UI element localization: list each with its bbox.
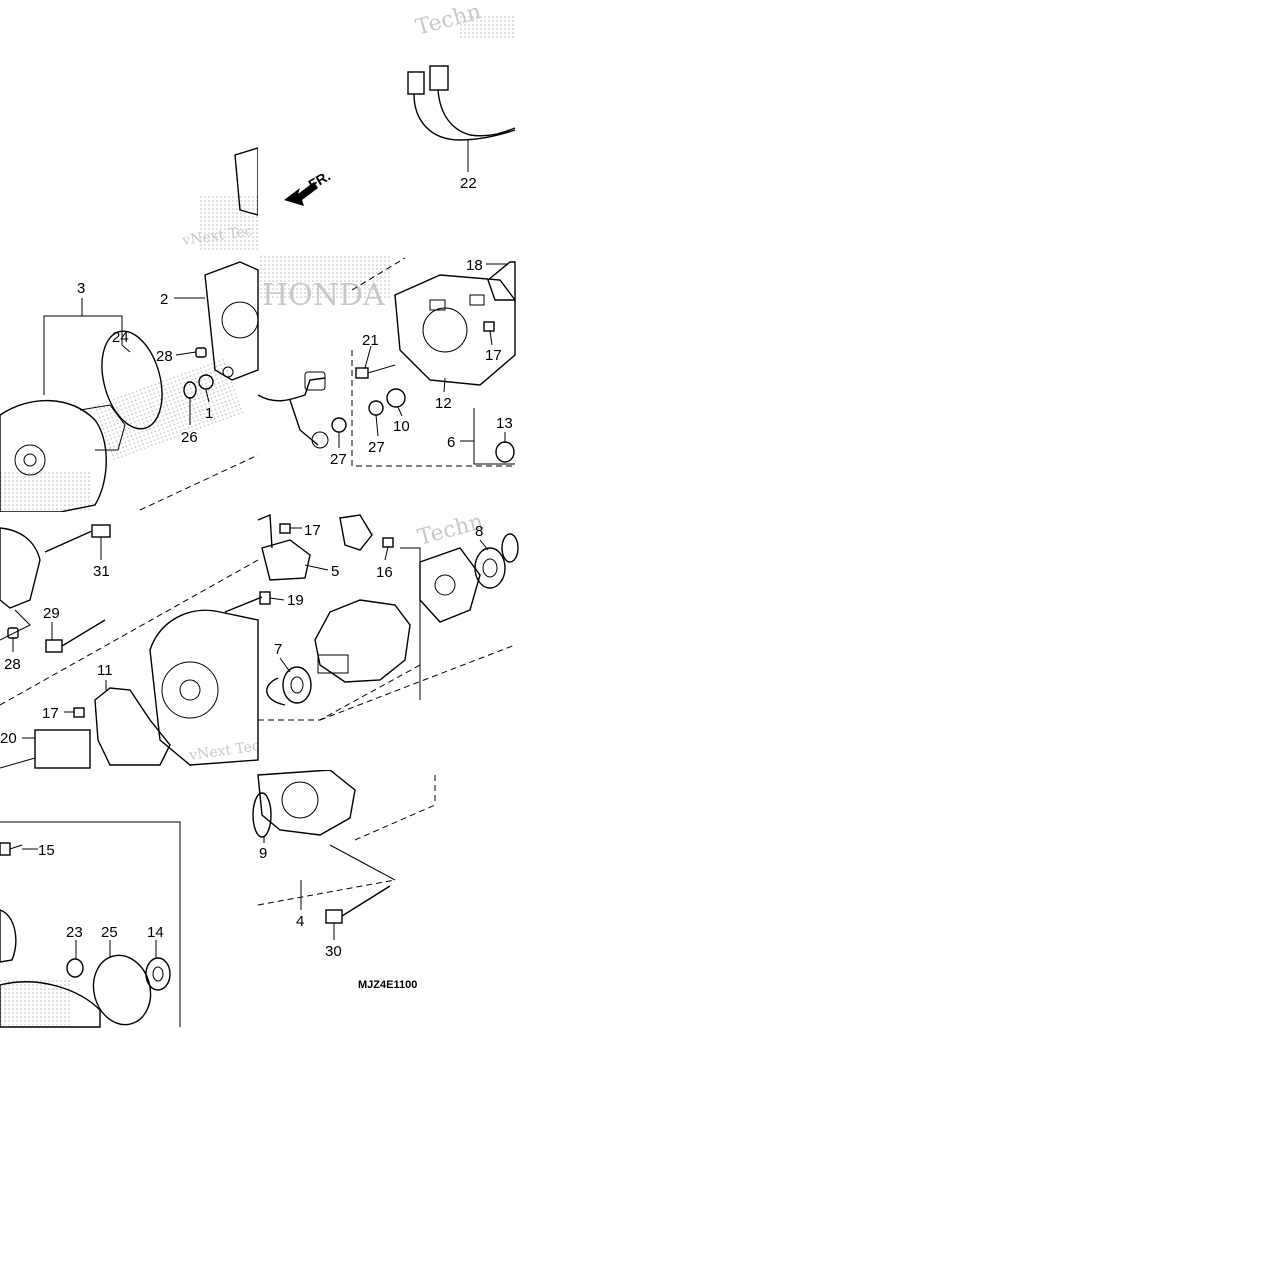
front-arrow-icon — [284, 182, 318, 206]
part-seal-14 — [145, 957, 171, 991]
callout-17-left: 17 — [42, 705, 59, 722]
callout-6: 6 — [447, 434, 455, 451]
callout-21: 21 — [362, 332, 379, 349]
part-rear-cover — [394, 274, 516, 386]
callout-9: 9 — [259, 845, 267, 862]
part-screw-17b — [279, 523, 291, 534]
part-insulator-10 — [386, 388, 406, 408]
callout-24: 24 — [112, 329, 129, 346]
part-bearing-8b — [501, 533, 519, 563]
callout-5: 5 — [331, 563, 339, 580]
tile-gutters — [0, 0, 516, 770]
part-wire-harness — [407, 65, 516, 165]
callout-29: 29 — [43, 605, 60, 622]
part-bolt-31 — [44, 524, 111, 553]
part-alternator-front — [0, 399, 126, 513]
part-regulator-20 — [34, 729, 91, 769]
callout-27-left: 27 — [330, 451, 347, 468]
callout-11: 11 — [97, 662, 113, 679]
part-sensor-cable — [257, 371, 329, 449]
callout-12: 12 — [435, 395, 452, 412]
callout-10: 10 — [393, 418, 410, 435]
callout-20: 20 — [0, 730, 17, 747]
callout-28-top: 28 — [156, 348, 173, 365]
callout-3: 3 — [77, 280, 85, 297]
callout-26: 26 — [181, 429, 198, 446]
part-seal-9 — [252, 792, 272, 838]
part-nut-27a — [331, 417, 347, 433]
part-bracket-left — [0, 527, 41, 609]
watermark-texture — [0, 15, 515, 1025]
part-bolt-17a — [483, 321, 495, 332]
part-bolt-29 — [45, 619, 106, 653]
part-screw-16 — [382, 537, 394, 548]
part-snap-ring — [266, 677, 286, 706]
callout-7: 7 — [274, 641, 282, 658]
callout-25: 25 — [101, 924, 118, 941]
part-ring-13 — [495, 441, 515, 463]
part-bolt-21 — [355, 367, 369, 379]
part-bolt-19 — [224, 591, 271, 613]
callout-2: 2 — [160, 291, 168, 308]
callout-23: 23 — [66, 924, 83, 941]
callout-22: 22 — [460, 175, 477, 192]
part-rectifier-11 — [94, 687, 171, 766]
part-rotor — [314, 599, 411, 683]
part-o-ring — [101, 330, 163, 430]
part-screw-17c — [73, 707, 85, 718]
part-mounting-bracket — [204, 147, 259, 381]
callout-30: 30 — [325, 943, 342, 960]
part-bearing-7 — [282, 666, 312, 704]
part-nut-23 — [66, 958, 84, 978]
part-collar — [198, 374, 214, 390]
callout-17-mid: 17 — [304, 522, 321, 539]
part-rear-housing — [257, 769, 356, 836]
callout-1: 1 — [205, 405, 213, 422]
callout-4: 4 — [296, 913, 304, 930]
callout-14: 14 — [147, 924, 164, 941]
part-end-plate — [419, 547, 481, 623]
diagram-code: MJZ4E1100 — [358, 979, 417, 991]
callout-13: 13 — [496, 415, 513, 432]
part-bearing-8 — [474, 547, 506, 589]
watermark-logo: HONDA — [262, 278, 385, 313]
part-stator-housing — [149, 609, 259, 766]
callout-labels: 3 24 2 28 1 26 22 18 21 17 12 10 27 27 6… — [0, 175, 513, 991]
callout-28-mid: 28 — [4, 656, 21, 673]
part-nut-27b — [368, 400, 384, 416]
callout-27-right: 27 — [368, 439, 385, 456]
part-housing-bottom-left — [0, 909, 17, 963]
callout-15: 15 — [38, 842, 55, 859]
part-brush-holder-5 — [257, 513, 373, 581]
part-bolt-15 — [0, 842, 23, 856]
part-bolt-30 — [325, 885, 391, 924]
leader-lines — [12, 165, 508, 959]
part-terminal-18 — [487, 261, 516, 301]
part-dowel-pin — [195, 347, 207, 358]
callout-19: 19 — [287, 592, 304, 609]
front-direction-indicator: FR. — [284, 167, 333, 206]
callout-31: 31 — [93, 563, 110, 580]
callout-17-top: 17 — [485, 347, 502, 364]
callout-18: 18 — [466, 257, 483, 274]
callout-8: 8 — [475, 523, 483, 540]
part-o-ring-25 — [92, 954, 152, 1026]
callout-16: 16 — [376, 564, 393, 581]
